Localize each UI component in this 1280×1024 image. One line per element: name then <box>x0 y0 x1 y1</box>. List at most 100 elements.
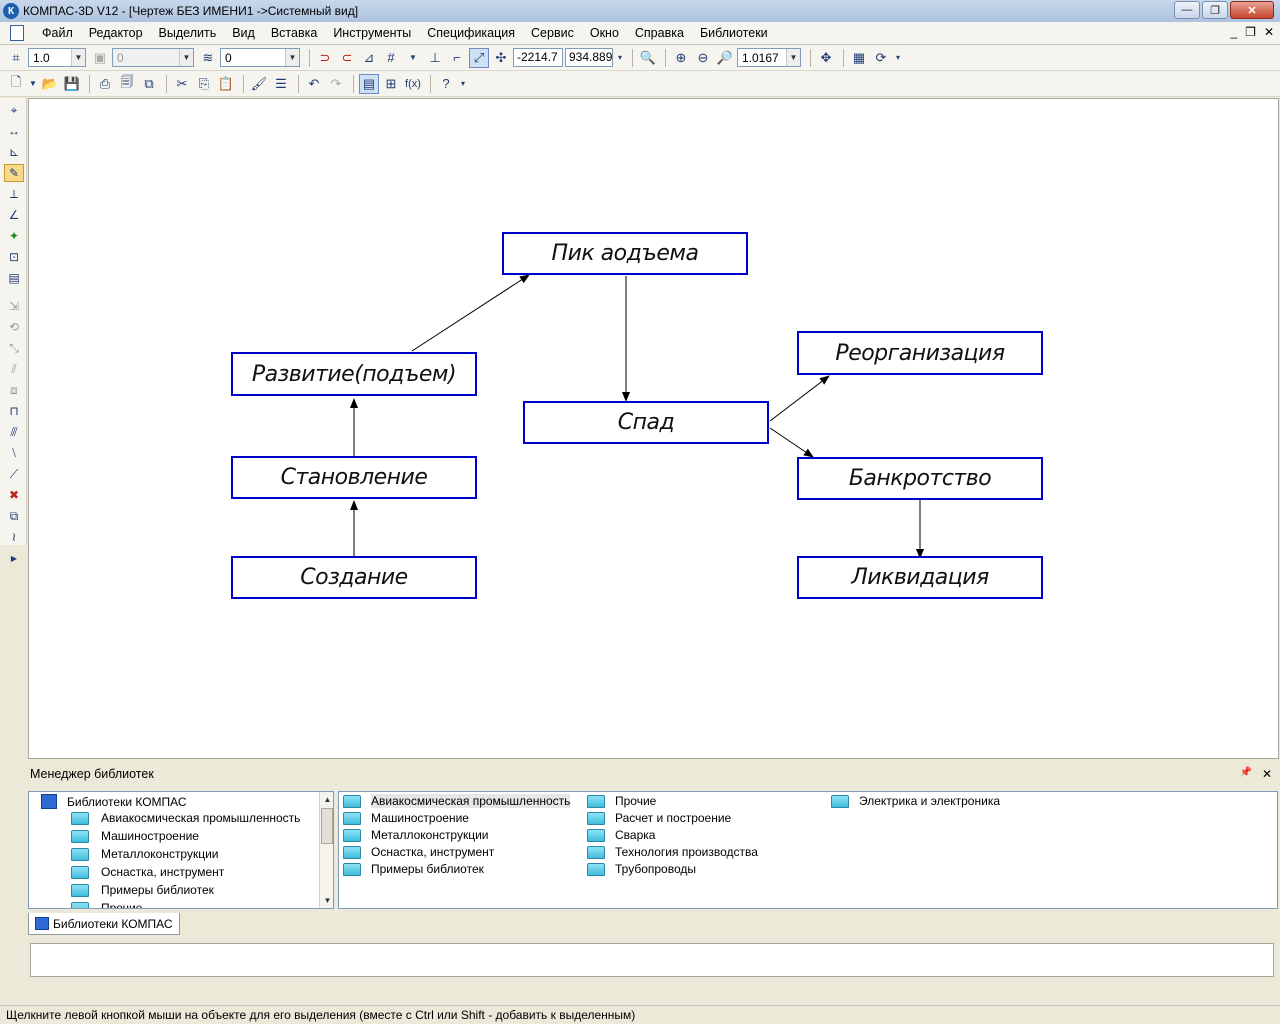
preview-icon[interactable]: ⧉ <box>144 75 154 91</box>
menu-service[interactable]: Сервис <box>531 26 574 40</box>
help-pointer-icon[interactable]: ? <box>442 76 450 91</box>
menu-tools[interactable]: Инструменты <box>333 26 412 40</box>
menu-insert[interactable]: Вставка <box>270 26 318 40</box>
print-icon[interactable]: ⎙ <box>99 75 111 91</box>
clip-icon[interactable]: ⧉ <box>9 508 19 523</box>
menu-file[interactable]: Файл <box>42 26 73 40</box>
node-formation[interactable]: Становление <box>231 456 477 499</box>
menu-select[interactable]: Выделить <box>158 26 217 40</box>
document-icon[interactable] <box>10 25 24 41</box>
pan-icon[interactable]: ✥ <box>820 49 832 65</box>
minimize-button[interactable]: — <box>1174 1 1200 19</box>
spline-icon[interactable]: ≀ <box>11 530 17 544</box>
scroll-up-icon[interactable]: ▲ <box>323 795 332 804</box>
zoom-out-icon[interactable]: ⊖ <box>697 49 709 65</box>
library-folder-item[interactable]: Прочие <box>587 794 656 808</box>
parametrization-icon[interactable]: ⟂ <box>9 186 18 201</box>
associative-views-icon[interactable]: ⊡ <box>8 250 20 264</box>
tree-root[interactable]: Библиотеки КОМПАС <box>41 794 187 809</box>
library-contents[interactable]: Авиакосмическая промышленность Машиностр… <box>338 791 1278 909</box>
mdi-close-button[interactable]: ✕ <box>1263 25 1274 39</box>
print-preview-icon[interactable]: 🗐 <box>120 73 134 89</box>
tree-item[interactable]: Примеры библиотек <box>71 883 214 897</box>
ortho-mode-icon[interactable]: ⌐ <box>453 50 461 65</box>
round-coords-icon[interactable]: ⤢ <box>469 47 489 68</box>
variables-icon[interactable]: f(x) <box>405 77 421 90</box>
zoom-scale-icon[interactable]: 🔎 <box>716 49 734 65</box>
node-creation[interactable]: Создание <box>231 556 477 599</box>
library-folder-item[interactable]: Электрика и электроника <box>831 794 1000 808</box>
layers-icon[interactable]: ≋ <box>202 49 214 65</box>
toolbar-overflow-icon[interactable]: ▾ <box>617 53 622 62</box>
node-peak[interactable]: Пик аодъема <box>502 232 748 275</box>
snap-step-icon[interactable]: ⌗ <box>12 49 20 65</box>
coord-y-field[interactable]: 934.889 <box>565 48 613 67</box>
redo-icon[interactable]: ↷ <box>330 75 342 91</box>
tree-item[interactable]: Оснастка, инструмент <box>71 865 224 879</box>
copy-properties-icon[interactable]: 🖌 <box>250 75 268 91</box>
scroll-thumb[interactable] <box>321 808 333 844</box>
library-folder-item[interactable]: Расчет и построение <box>587 811 731 825</box>
trim-icon[interactable]: ⫻ <box>10 424 18 439</box>
library-folder-item[interactable]: Авиакосмическая промышленность <box>343 794 571 808</box>
new-document-icon[interactable]: 🗋 <box>10 73 22 89</box>
zoom-in-icon[interactable]: ⊕ <box>675 49 687 65</box>
local-snap-icon[interactable]: ⊂ <box>341 49 353 65</box>
symmetry-icon[interactable]: ⫽ <box>11 361 17 376</box>
move-icon[interactable]: ⇲ <box>8 299 20 313</box>
edit-icon[interactable]: ✎ <box>4 164 24 182</box>
library-folder-item[interactable]: Сварка <box>587 828 655 842</box>
magnet-snap-icon[interactable]: ⊃ <box>319 49 331 65</box>
library-folder-item[interactable]: Трубопроводы <box>587 862 696 876</box>
spec-icon[interactable]: ▤ <box>8 271 20 285</box>
local-cs-icon[interactable]: ⊥ <box>429 49 441 65</box>
designations-icon[interactable]: ⊾ <box>8 145 20 159</box>
show-all-icon[interactable]: ▦ <box>852 49 866 65</box>
expand-panel-icon[interactable]: ▶ <box>10 553 18 563</box>
node-bankruptcy[interactable]: Банкротство <box>797 457 1043 500</box>
tab-kompas-libraries[interactable]: Библиотеки КОМПАС <box>28 913 180 935</box>
geometry-icon[interactable]: ⌖ <box>10 102 18 117</box>
copy-array-icon[interactable]: ⧈ <box>10 382 18 397</box>
library-folder-item[interactable]: Металлоконструкции <box>343 828 489 842</box>
properties-bar[interactable] <box>30 943 1274 977</box>
grid-icon[interactable]: # <box>387 50 395 65</box>
undo-icon[interactable]: ↶ <box>308 75 320 91</box>
save-icon[interactable]: 💾 <box>63 75 81 91</box>
library-folder-item[interactable]: Примеры библиотек <box>343 862 484 876</box>
panel-close-button[interactable]: ✕ <box>1261 767 1272 781</box>
mdi-restore-button[interactable]: ❐ <box>1245 25 1256 39</box>
library-folder-item[interactable]: Оснастка, инструмент <box>343 845 494 859</box>
break-icon[interactable]: ⧵ <box>12 445 16 460</box>
cut-icon[interactable]: ✂ <box>176 75 188 91</box>
new-dropdown-icon[interactable]: ▼ <box>29 79 37 88</box>
pin-icon[interactable]: 📌 <box>1239 767 1252 778</box>
fillet-icon[interactable]: ⟋ <box>9 466 19 481</box>
node-decline[interactable]: Спад <box>523 401 769 444</box>
copy-icon[interactable]: ⎘ <box>198 75 210 91</box>
deform-icon[interactable]: ⊓ <box>9 404 19 418</box>
grid-dropdown-icon[interactable]: ▼ <box>409 53 417 62</box>
delete-icon[interactable]: ✖ <box>8 488 20 502</box>
chevron-down-icon[interactable]: ▼ <box>786 49 800 66</box>
tree-item[interactable]: Прочие <box>71 901 142 908</box>
node-growth[interactable]: Развитие(подъем) <box>231 352 477 396</box>
library-manager-icon[interactable]: ▤ <box>359 73 379 94</box>
close-button[interactable]: ✕ <box>1230 1 1274 19</box>
menu-editor[interactable]: Редактор <box>88 26 143 40</box>
scale-icon[interactable]: ⤡ <box>9 340 19 355</box>
zoom-window-icon[interactable]: 🔍 <box>639 49 657 65</box>
zoom-combo[interactable]: 1.0167▼ <box>737 48 801 67</box>
library-tree[interactable]: Библиотеки КОМПАС Авиакосмическая промыш… <box>28 791 334 909</box>
ortho-icon[interactable]: ⊿ <box>363 49 375 65</box>
measure-icon[interactable]: ∠ <box>8 208 20 222</box>
tree-item[interactable]: Металлоконструкции <box>71 847 219 861</box>
menu-specification[interactable]: Спецификация <box>427 26 516 40</box>
mdi-minimize-button[interactable]: _ <box>1230 25 1238 39</box>
tree-scrollbar[interactable]: ▲ ▼ <box>319 792 333 908</box>
chevron-down-icon[interactable]: ▼ <box>71 49 85 66</box>
toolbar-overflow-icon[interactable]: ▾ <box>460 79 465 88</box>
drawing-canvas[interactable]: Пик аодъема Развитие(подъем) Становление… <box>28 98 1279 759</box>
menu-help[interactable]: Справка <box>634 26 684 40</box>
restore-button[interactable]: ❐ <box>1202 1 1228 19</box>
